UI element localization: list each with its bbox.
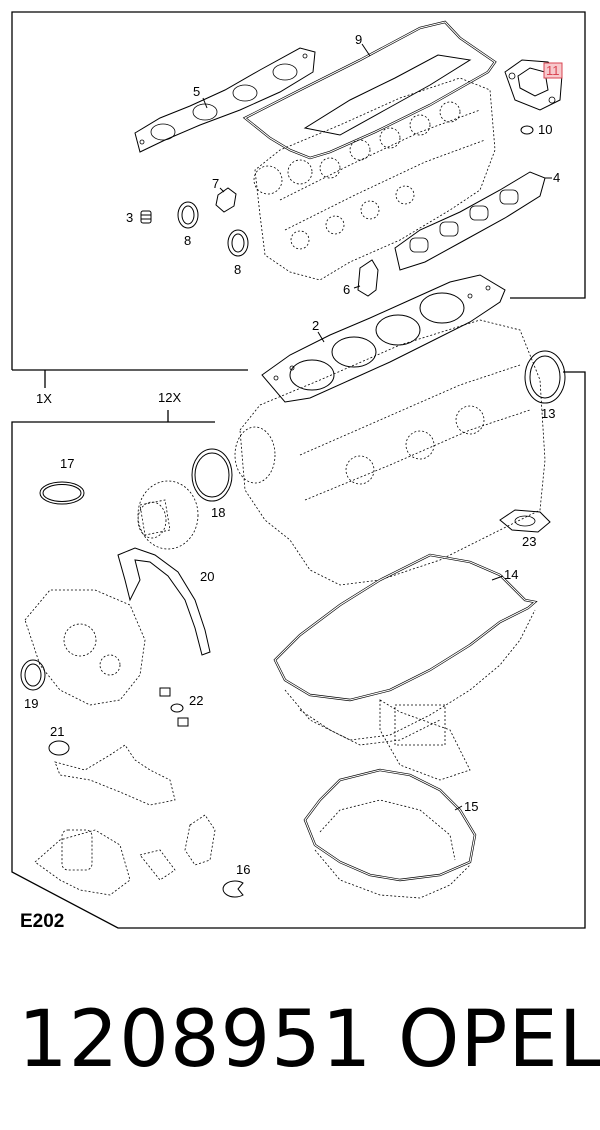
callout-16: 16 — [236, 862, 250, 877]
lower-group-frame — [11, 371, 586, 929]
part-22-seal-pair — [159, 687, 189, 727]
engine-block-outline — [234, 319, 546, 586]
callout-1x: 1X — [36, 391, 52, 406]
callout-8a: 8 — [184, 233, 191, 248]
leader-15 — [454, 805, 463, 811]
leader-6 — [353, 285, 361, 289]
part-20-front-cover-gasket — [117, 547, 211, 656]
callout-22: 22 — [189, 693, 203, 708]
water-pump-outline — [137, 480, 199, 550]
part-8a-oil-seal — [177, 201, 199, 229]
exploded-gasket-diagram: 1X 2 3 4 5 6 7 8 8 9 10 11 12X 13 14 15 … — [11, 11, 586, 932]
callout-4: 4 — [553, 170, 560, 185]
callout-20: 20 — [200, 569, 214, 584]
callout-2: 2 — [312, 318, 319, 333]
leader-7 — [219, 187, 225, 193]
leader-14 — [491, 575, 504, 581]
leader-9 — [361, 43, 371, 57]
part-2-head-gasket — [261, 274, 506, 403]
part-13-rear-main-seal — [524, 350, 566, 404]
callout-14: 14 — [504, 567, 518, 582]
part-6-gasket — [357, 259, 379, 297]
part-18-o-ring — [191, 448, 233, 502]
callout-13: 13 — [541, 406, 555, 421]
part-7-small-gasket — [215, 187, 237, 213]
part-23-small-gasket — [499, 509, 551, 533]
callout-15: 15 — [464, 799, 478, 814]
callout-9: 9 — [355, 32, 362, 47]
part-5-manifold-gasket — [134, 47, 316, 153]
footer: 1208951 OPEL — [0, 985, 600, 1095]
part-17-o-ring-inner — [42, 484, 82, 502]
part-10-o-ring — [520, 125, 534, 135]
callout-23: 23 — [522, 534, 536, 549]
callout-11: 11 — [546, 63, 560, 78]
part-8b-oil-seal — [227, 229, 249, 257]
part-4-intake-gasket — [394, 171, 546, 271]
cylinder-head-outline — [253, 77, 496, 281]
oil-pump-housing-outline — [24, 589, 146, 706]
callout-19: 19 — [24, 696, 38, 711]
callout-3: 3 — [126, 210, 133, 225]
part-16-clip — [222, 880, 244, 898]
callout-21: 21 — [50, 724, 64, 739]
callout-6: 6 — [343, 282, 350, 297]
lower-components-outline — [34, 814, 216, 896]
oil-pickup-outline — [54, 744, 176, 806]
leader-2 — [317, 331, 325, 343]
callout-7: 7 — [212, 176, 219, 191]
brand-name: OPEL — [398, 995, 600, 1085]
callout-18: 18 — [211, 505, 225, 520]
upper-group-frame — [11, 11, 586, 371]
part-14-oil-pan-gasket — [273, 553, 538, 702]
part-21-gasket — [48, 740, 70, 756]
callout-5: 5 — [193, 84, 200, 99]
leader-5 — [202, 97, 208, 109]
oil-pan-upper-outline — [284, 609, 536, 781]
callout-10: 10 — [538, 122, 552, 137]
part-17-o-ring — [39, 481, 85, 505]
part-19-crank-seal — [20, 659, 46, 691]
callout-17: 17 — [60, 456, 74, 471]
reference-code: E202 — [20, 911, 64, 932]
part-15-oil-pan — [303, 768, 477, 899]
highlight-box-11 — [543, 62, 563, 79]
callout-12x: 12X — [158, 390, 181, 405]
part-9-valve-cover-gasket — [242, 20, 497, 160]
callout-8b: 8 — [234, 262, 241, 277]
part-18-o-ring-inner — [194, 452, 230, 498]
part-number: 1208951 — [18, 995, 373, 1085]
part-11-small-gasket — [504, 59, 563, 111]
part-3-valve-stem-seal — [140, 210, 152, 224]
